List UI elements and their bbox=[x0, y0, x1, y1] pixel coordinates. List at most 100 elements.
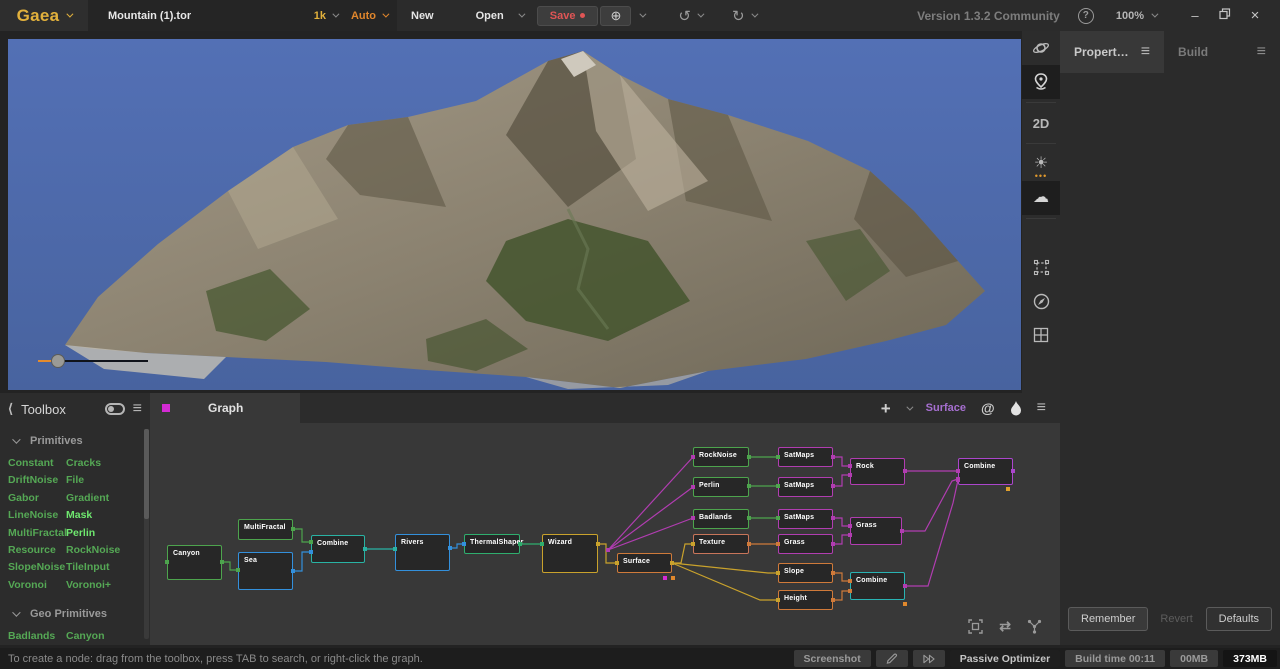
graph-node[interactable]: Rivers bbox=[395, 534, 450, 571]
toolbox-item[interactable]: Badlands bbox=[8, 630, 56, 643]
graph-node[interactable]: Grass bbox=[850, 517, 902, 545]
node-port[interactable] bbox=[691, 485, 695, 489]
node-port[interactable] bbox=[848, 524, 852, 528]
graph-node[interactable]: Grass bbox=[778, 534, 833, 554]
restore-button[interactable] bbox=[1210, 8, 1240, 23]
toolbox-item[interactable]: Gradient bbox=[66, 491, 110, 504]
clouds-button[interactable]: ☁ bbox=[1022, 181, 1060, 215]
node-port[interactable] bbox=[165, 560, 169, 564]
auto-layout-icon[interactable] bbox=[1027, 619, 1042, 634]
node-port[interactable] bbox=[309, 540, 313, 544]
annotate-button[interactable] bbox=[875, 650, 908, 667]
file-tab[interactable]: Mountain (1).tor bbox=[108, 9, 192, 22]
graph-node[interactable]: Slope bbox=[778, 563, 833, 583]
revert-button[interactable]: Revert bbox=[1148, 607, 1204, 631]
graph-menu-icon[interactable]: ≡ bbox=[1036, 399, 1046, 416]
graph-node[interactable]: Perlin bbox=[693, 477, 749, 497]
toolbox-item[interactable]: Voronoi+ bbox=[66, 578, 112, 591]
chevron-down-icon[interactable] bbox=[332, 10, 340, 18]
node-port[interactable] bbox=[776, 598, 780, 602]
open-button[interactable]: Open bbox=[475, 9, 504, 22]
toolbox-section-header[interactable]: Geo Primitives bbox=[0, 598, 150, 626]
optimizer-status[interactable]: Passive Optimizer bbox=[949, 650, 1061, 667]
close-button[interactable]: × bbox=[1250, 7, 1260, 24]
node-port[interactable] bbox=[1011, 469, 1015, 473]
ui-zoom-dropdown[interactable]: 100% bbox=[1116, 10, 1159, 22]
graph-node[interactable]: Badlands bbox=[693, 509, 749, 529]
node-port[interactable] bbox=[848, 589, 852, 593]
toolbox-item[interactable]: TileInput bbox=[66, 561, 110, 574]
toolbox-item[interactable]: Mask bbox=[66, 509, 93, 522]
node-port[interactable] bbox=[831, 484, 835, 488]
chevron-down-icon[interactable] bbox=[382, 10, 390, 18]
toolbox-item[interactable]: Gabor bbox=[8, 491, 39, 504]
help-icon[interactable]: ? bbox=[1077, 7, 1094, 24]
node-port[interactable] bbox=[691, 542, 695, 546]
node-port[interactable] bbox=[747, 484, 751, 488]
node-port[interactable] bbox=[291, 569, 295, 573]
graph-node[interactable]: Combine bbox=[850, 572, 905, 600]
node-port[interactable] bbox=[903, 584, 907, 588]
toolbox-item[interactable]: Perlin bbox=[66, 526, 96, 539]
build-menu-icon[interactable]: ≡ bbox=[1256, 43, 1266, 60]
node-port[interactable] bbox=[691, 516, 695, 520]
build-mode-dropdown[interactable]: Auto bbox=[350, 9, 376, 22]
node-port[interactable] bbox=[831, 542, 835, 546]
toolbox-view-toggle-icon[interactable] bbox=[104, 403, 125, 415]
graph-node[interactable]: SatMaps bbox=[778, 477, 833, 497]
node-port[interactable] bbox=[691, 455, 695, 459]
node-port[interactable] bbox=[596, 542, 600, 546]
save-button[interactable]: Save bbox=[536, 5, 599, 26]
tab-build[interactable]: Build ≡ bbox=[1178, 43, 1266, 60]
layout-grid-button[interactable] bbox=[1022, 318, 1060, 352]
node-port[interactable] bbox=[848, 473, 852, 477]
toolbox-item[interactable]: LineNoise bbox=[8, 509, 59, 522]
slider-knob[interactable] bbox=[51, 354, 65, 368]
toolbox-scrollbar[interactable] bbox=[144, 429, 149, 639]
resolution-dropdown[interactable]: 1k bbox=[313, 9, 326, 22]
toolbox-item[interactable]: DriftNoise bbox=[8, 474, 59, 487]
toolbox-section-header[interactable]: Primitives bbox=[0, 425, 150, 453]
mention-icon[interactable]: @ bbox=[981, 400, 995, 416]
compass-button[interactable] bbox=[1022, 284, 1060, 318]
node-port[interactable] bbox=[393, 547, 397, 551]
graph-node[interactable]: Sea bbox=[238, 552, 293, 590]
toolbox-item[interactable]: RockNoise bbox=[66, 544, 121, 557]
node-port[interactable] bbox=[831, 571, 835, 575]
toolbox-item[interactable]: SlopeNoise bbox=[8, 561, 66, 574]
node-port[interactable] bbox=[363, 547, 367, 551]
node-port[interactable] bbox=[956, 478, 960, 482]
node-port[interactable] bbox=[747, 516, 751, 520]
minimize-button[interactable]: – bbox=[1191, 8, 1199, 23]
graph-node[interactable]: ThermalShaper bbox=[464, 534, 523, 554]
graph-node[interactable]: Combine bbox=[311, 535, 365, 563]
graph-node[interactable]: Height bbox=[778, 590, 833, 610]
graph-node[interactable]: SatMaps bbox=[778, 509, 833, 529]
graph-node[interactable]: Canyon bbox=[167, 545, 222, 580]
toolbox-item[interactable]: MultiFractal bbox=[8, 526, 67, 539]
properties-menu-icon[interactable]: ≡ bbox=[1140, 43, 1151, 60]
graph-node[interactable]: SatMaps bbox=[778, 447, 833, 467]
defaults-button[interactable]: Defaults bbox=[1205, 607, 1272, 631]
node-port[interactable] bbox=[848, 464, 852, 468]
undo-history-chevron[interactable] bbox=[697, 10, 705, 18]
node-port[interactable] bbox=[448, 546, 452, 550]
graph-node[interactable]: RockNoise bbox=[693, 447, 749, 467]
node-port[interactable] bbox=[220, 560, 224, 564]
orbit-view-button[interactable] bbox=[1022, 31, 1060, 65]
tab-properties[interactable]: Propert… ≡ bbox=[1060, 31, 1165, 73]
node-port[interactable] bbox=[518, 542, 522, 546]
node-port[interactable] bbox=[615, 561, 619, 565]
fit-view-icon[interactable] bbox=[968, 619, 983, 634]
toolbox-item[interactable]: Cracks bbox=[66, 457, 102, 469]
flame-icon[interactable] bbox=[1010, 400, 1022, 416]
2d-view-button[interactable]: 2D bbox=[1032, 115, 1050, 131]
node-port[interactable] bbox=[309, 550, 313, 554]
node-port[interactable] bbox=[900, 529, 904, 533]
terrain-viewport[interactable] bbox=[8, 39, 1021, 390]
toolbox-item[interactable]: Voronoi bbox=[8, 578, 47, 591]
lighting-button[interactable]: ☀ ••• bbox=[1022, 147, 1060, 182]
screenshot-button[interactable]: Screenshot bbox=[793, 650, 871, 667]
node-port[interactable] bbox=[848, 579, 852, 583]
